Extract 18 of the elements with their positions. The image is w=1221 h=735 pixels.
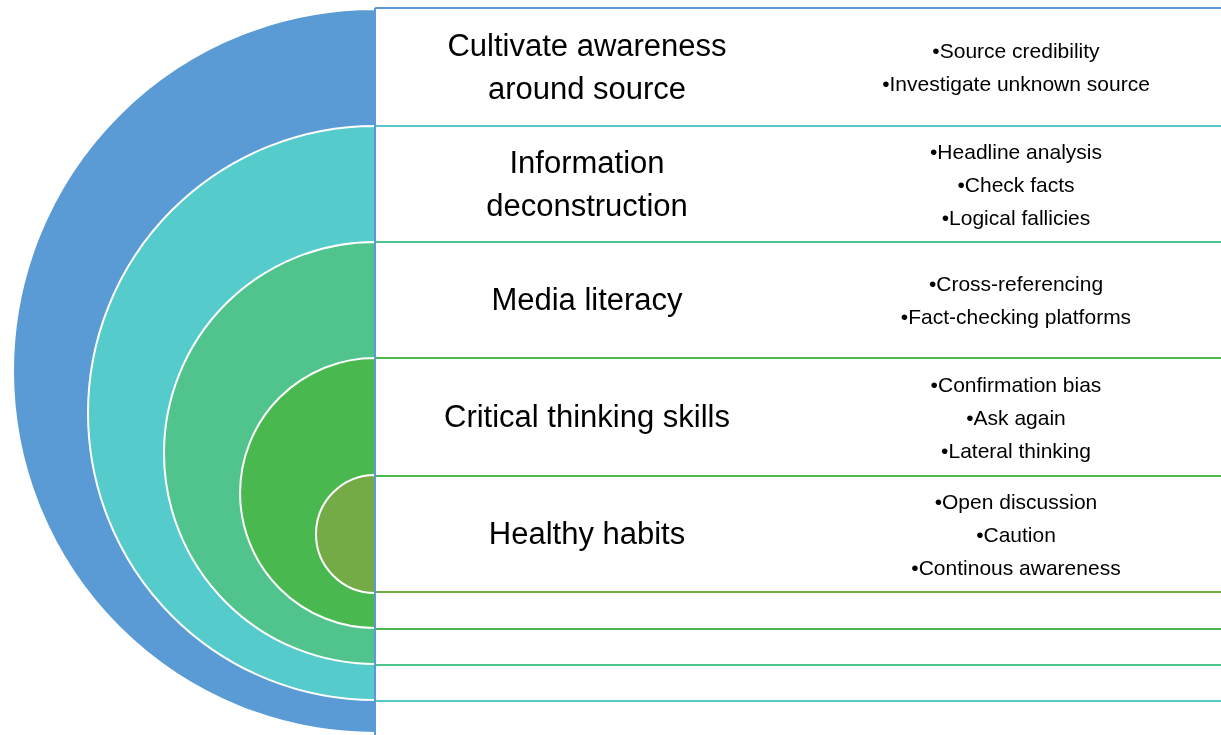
bullet-item: •Fact-checking platforms xyxy=(900,304,1132,330)
bullet-item: •Check facts xyxy=(957,171,1075,198)
bullet-item: •Investigate unknown source xyxy=(882,71,1150,97)
band-heading: Healthy habits xyxy=(488,515,686,554)
band-heading: Cultivate awareness around source xyxy=(446,26,728,108)
band-heading: Critical thinking skills xyxy=(444,398,730,437)
band-heading: Media literacy xyxy=(491,281,683,320)
bullet-item: •Headline analysis xyxy=(930,138,1102,165)
bullet-item: •Caution xyxy=(976,521,1056,548)
bullet-item: •Ask again xyxy=(966,404,1066,431)
bullet-item: •Open discussion xyxy=(934,488,1098,515)
bullet-item: •Confirmation bias xyxy=(930,371,1102,398)
bullet-item: •Lateral thinking xyxy=(941,437,1091,464)
bullet-item: •Continous awareness xyxy=(911,554,1121,581)
bullet-item: •Source credibility xyxy=(932,38,1100,64)
bullet-item: •Logical fallicies xyxy=(941,204,1091,231)
bullet-item: •Cross-referencing xyxy=(928,271,1104,297)
band-heading: Information deconstruction xyxy=(485,143,689,225)
